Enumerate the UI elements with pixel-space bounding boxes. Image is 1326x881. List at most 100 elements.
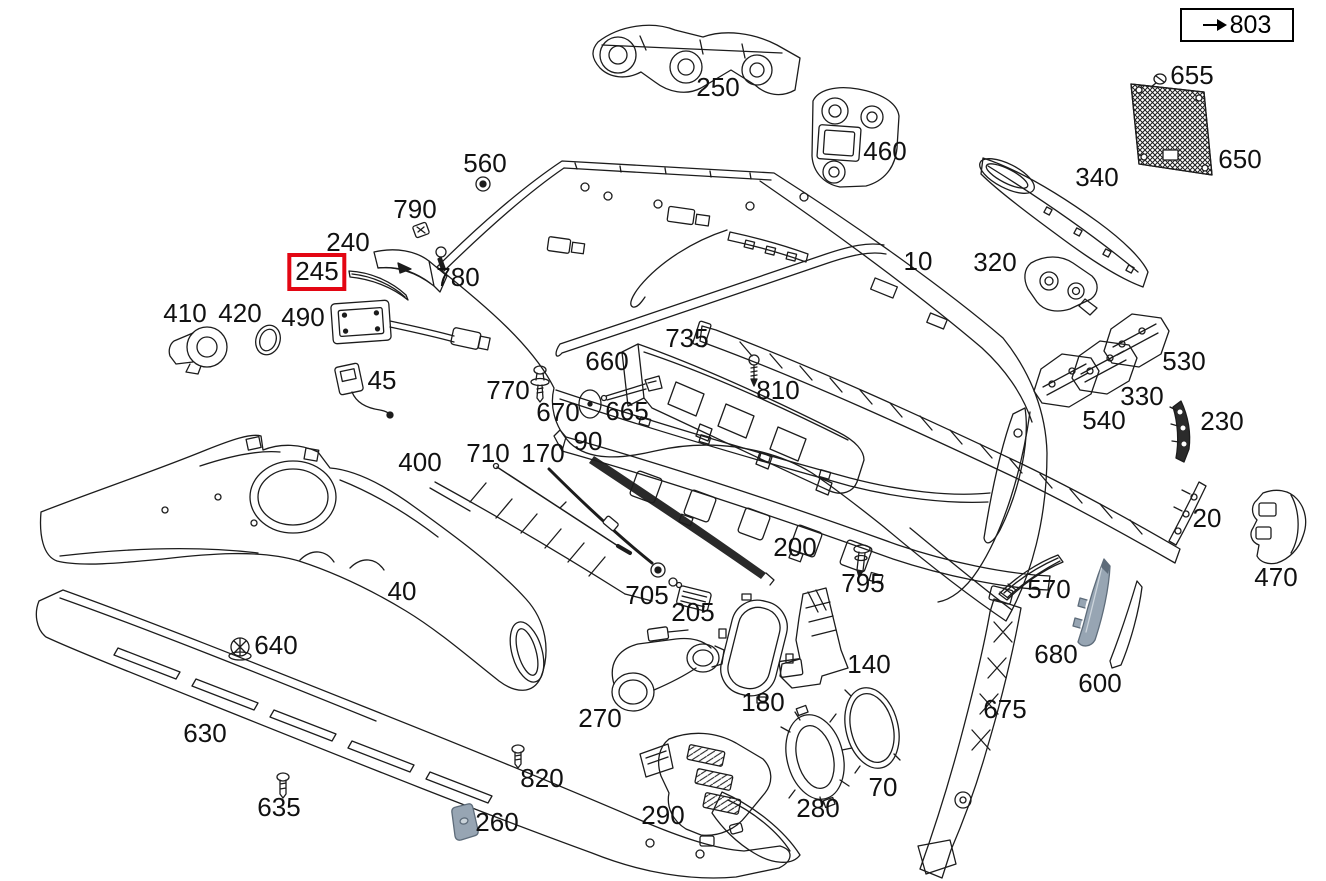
part-label-400[interactable]: 400 — [398, 447, 442, 477]
part-label-600[interactable]: 600 — [1078, 668, 1122, 698]
part-70-drawing — [844, 687, 901, 774]
part-40-drawing — [39, 434, 547, 691]
part-320-drawing — [1024, 256, 1098, 316]
part-230-drawing — [1169, 400, 1191, 463]
part-label-230[interactable]: 230 — [1200, 406, 1244, 436]
part-label-240[interactable]: 240 — [326, 227, 370, 257]
part-label-540[interactable]: 540 — [1082, 405, 1126, 435]
part-795-drawing — [853, 544, 871, 578]
part-650-drawing — [1130, 83, 1213, 176]
part-205-drawing — [676, 585, 712, 612]
part-label-40[interactable]: 40 — [387, 576, 417, 606]
part-810-drawing — [748, 354, 760, 387]
part-label-10[interactable]: 10 — [903, 246, 933, 276]
part-label-770[interactable]: 770 — [486, 375, 530, 405]
part-label-280[interactable]: 280 — [796, 793, 840, 823]
part-label-205[interactable]: 205 — [671, 597, 715, 627]
part-600-drawing — [1109, 580, 1143, 669]
part-label-640[interactable]: 640 — [254, 630, 298, 660]
part-label-655[interactable]: 655 — [1170, 60, 1214, 90]
part-460-drawing — [811, 86, 900, 188]
part-10-drawing — [436, 160, 1048, 622]
part-270-drawing — [611, 626, 725, 712]
part-label-140[interactable]: 140 — [847, 649, 891, 679]
part-90-drawing — [589, 456, 775, 586]
part-label-530[interactable]: 530 — [1162, 346, 1206, 376]
part-label-795[interactable]: 795 — [841, 568, 885, 598]
part-label-705[interactable]: 705 — [625, 580, 669, 610]
part-670-drawing — [578, 389, 602, 419]
part-635-drawing — [276, 772, 290, 799]
part-290-drawing — [639, 732, 772, 847]
part-label-665[interactable]: 665 — [605, 396, 649, 426]
part-140-drawing — [778, 587, 849, 689]
part-820-drawing — [511, 744, 525, 769]
part-label-735[interactable]: 735 — [665, 323, 709, 353]
part-label-70[interactable]: 70 — [868, 772, 898, 802]
part-490-drawing — [330, 299, 491, 351]
part-label-20[interactable]: 20 — [1192, 503, 1222, 533]
part-label-180[interactable]: 180 — [741, 687, 785, 717]
part-540-drawing — [1033, 353, 1100, 408]
part-340-drawing — [979, 157, 1149, 288]
part-label-250[interactable]: 250 — [696, 72, 740, 102]
part-label-470[interactable]: 470 — [1254, 562, 1298, 592]
part-label-630[interactable]: 630 — [183, 718, 227, 748]
part-label-670[interactable]: 670 — [536, 397, 580, 427]
part-label-570[interactable]: 570 — [1027, 574, 1071, 604]
part-45-drawing — [334, 362, 394, 419]
part-label-680[interactable]: 680 — [1034, 639, 1078, 669]
part-200-drawing — [553, 429, 1051, 591]
part-260-drawing — [451, 803, 479, 841]
part-630-drawing — [35, 589, 801, 879]
part-label-90[interactable]: 90 — [573, 426, 603, 456]
part-label-490[interactable]: 490 — [281, 302, 325, 332]
part-label-810[interactable]: 810 — [756, 375, 800, 405]
part-label-170[interactable]: 170 — [521, 438, 565, 468]
part-label-410[interactable]: 410 — [163, 298, 207, 328]
part-label-340[interactable]: 340 — [1075, 162, 1119, 192]
part-label-320[interactable]: 320 — [973, 247, 1017, 277]
part-250-drawing — [592, 24, 801, 96]
part-245-drawing — [348, 270, 409, 301]
part-label-260[interactable]: 260 — [475, 807, 519, 837]
part-label-200[interactable]: 200 — [773, 532, 817, 562]
part-label-635[interactable]: 635 — [257, 792, 301, 822]
part-410-drawing — [168, 326, 228, 375]
part-240-drawing — [373, 249, 448, 293]
part-label-245[interactable]: 245 — [287, 253, 347, 291]
part-label-650[interactable]: 650 — [1218, 144, 1262, 174]
arrow-right-icon — [1202, 19, 1227, 31]
part-label-790[interactable]: 790 — [393, 194, 437, 224]
part-label-420[interactable]: 420 — [218, 298, 262, 328]
part-label-780[interactable]: 780 — [436, 262, 480, 292]
part-20-drawing — [1168, 481, 1207, 546]
part-675-drawing — [917, 585, 1022, 879]
part-560-drawing — [475, 176, 491, 192]
part-680-drawing — [1072, 558, 1111, 647]
part-570-drawing — [998, 554, 1064, 601]
reference-part-box[interactable]: 803 — [1180, 8, 1294, 42]
part-label-710[interactable]: 710 — [466, 438, 510, 468]
part-label-290[interactable]: 290 — [641, 800, 685, 830]
part-label-560[interactable]: 560 — [463, 148, 507, 178]
part-label-660[interactable]: 660 — [585, 346, 629, 376]
part-790-drawing — [412, 221, 430, 239]
part-label-675[interactable]: 675 — [983, 694, 1027, 724]
part-label-330[interactable]: 330 — [1120, 381, 1164, 411]
part-280-drawing — [780, 704, 853, 809]
part-180-drawing — [718, 593, 794, 704]
part-170-drawing — [547, 467, 654, 565]
part-420-drawing — [255, 324, 281, 356]
part-400-drawing — [429, 481, 653, 602]
part-710-drawing — [492, 462, 632, 555]
part-label-45[interactable]: 45 — [367, 365, 397, 395]
part-label-820[interactable]: 820 — [520, 763, 564, 793]
part-330-drawing — [1071, 340, 1138, 395]
part-label-460[interactable]: 460 — [863, 136, 907, 166]
part-label-270[interactable]: 270 — [578, 703, 622, 733]
part-640-drawing — [228, 637, 252, 661]
reference-part-number: 803 — [1229, 10, 1272, 39]
